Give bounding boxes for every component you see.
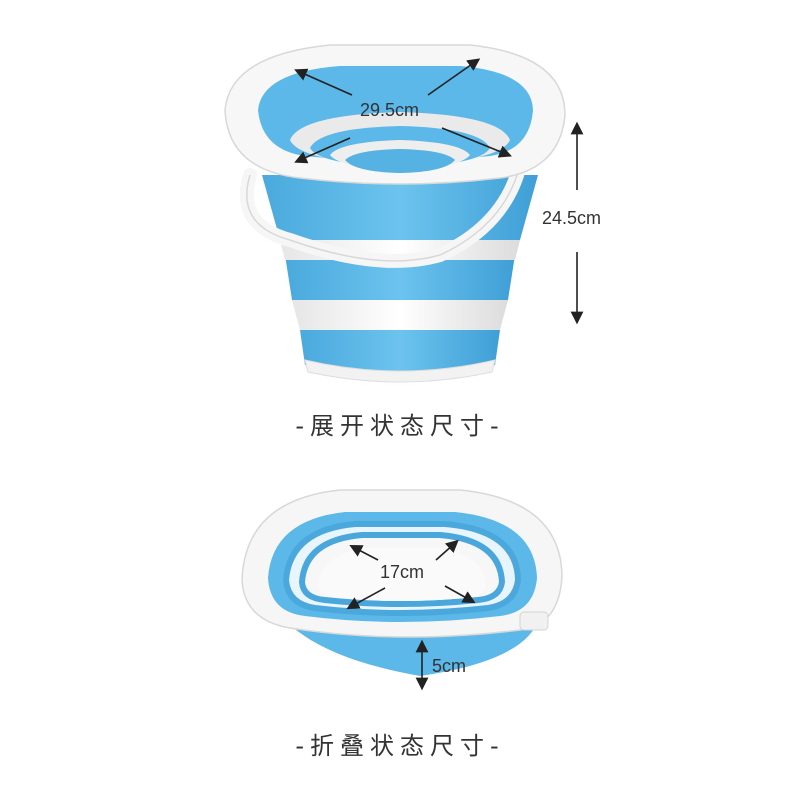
- dimension-arrow-icon: [346, 539, 476, 691]
- expanded-width-label: 29.5cm: [360, 100, 420, 120]
- expanded-caption: -展开状态尺寸-: [295, 412, 505, 440]
- expanded-height-label: 24.5cm: [542, 208, 602, 228]
- folded-caption: -折叠状态尺寸-: [295, 732, 505, 760]
- dimension-arrow-icon: [294, 58, 584, 325]
- folded-bucket-illustration: [241, 489, 563, 676]
- folded-width-label: 17cm: [380, 562, 425, 582]
- folded-height-label: 5cm: [432, 656, 467, 676]
